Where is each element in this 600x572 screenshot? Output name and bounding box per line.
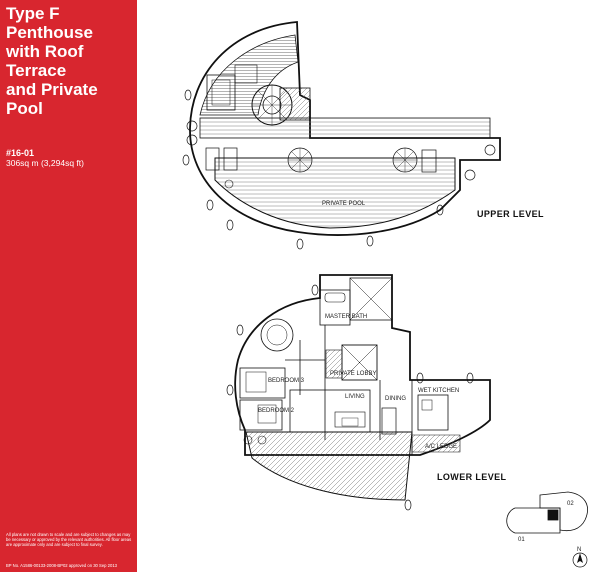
private-pool — [214, 157, 456, 229]
balcony — [245, 431, 413, 501]
north-arrow-icon — [572, 552, 588, 568]
title-line: with Roof — [6, 42, 84, 61]
lower-level-label: LOWER LEVEL — [437, 472, 507, 482]
title-line: Penthouse — [6, 23, 93, 42]
terrace-deck-strip — [199, 117, 491, 139]
private-lobby-label: PRIVATE LOBBY — [330, 371, 376, 377]
pool-label: PRIVATE POOL — [322, 201, 366, 207]
master-bed — [260, 318, 294, 352]
unit-number: #16-01 — [6, 148, 35, 158]
disclaimer-text: All plans are not drawn to scale and are… — [6, 532, 132, 548]
stair-core — [279, 87, 311, 121]
approval-fine-print: BP No. A1586-00133-2008-BP02 approved on… — [6, 563, 117, 568]
title-line: Type F — [6, 4, 60, 23]
lower-outer-wall — [234, 274, 491, 456]
master-bath-label: MASTER BATH — [325, 314, 367, 320]
bedroom-3-label: BEDROOM 3 — [268, 378, 305, 384]
living-label: LIVING — [345, 394, 365, 400]
key-plan-unit-02: 02 — [567, 501, 574, 507]
roof-terrace-deck — [199, 34, 299, 116]
title-line: Pool — [6, 99, 43, 118]
key-plan — [506, 491, 588, 534]
north-label: N — [577, 547, 581, 553]
lower-level-plan — [226, 274, 491, 511]
sidebar-panel: Type F Penthouse with Roof Terrace and P… — [0, 0, 137, 572]
ac-ledge-label: A/C LEDGE — [425, 444, 457, 450]
bedroom-2 — [239, 399, 283, 431]
unit-area: 306sq m (3,294sq ft) — [6, 158, 84, 168]
upper-outer-wall — [189, 21, 501, 236]
title-line: and Private — [6, 80, 98, 99]
wet-kitchen — [417, 394, 449, 431]
wet-kitchen-label: WET KITCHEN — [418, 388, 459, 394]
bedroom-3 — [239, 367, 286, 399]
upper-level-label: UPPER LEVEL — [477, 209, 544, 219]
dining-table — [381, 407, 397, 435]
unit-type-title: Type F Penthouse with Roof Terrace and P… — [6, 4, 134, 118]
key-plan-unit-01: 01 — [518, 537, 525, 543]
bedroom-2-label: BEDROOM 2 — [258, 408, 295, 414]
upper-level-plan — [182, 21, 501, 250]
title-line: Terrace — [6, 61, 67, 80]
dining-label: DINING — [385, 396, 406, 402]
